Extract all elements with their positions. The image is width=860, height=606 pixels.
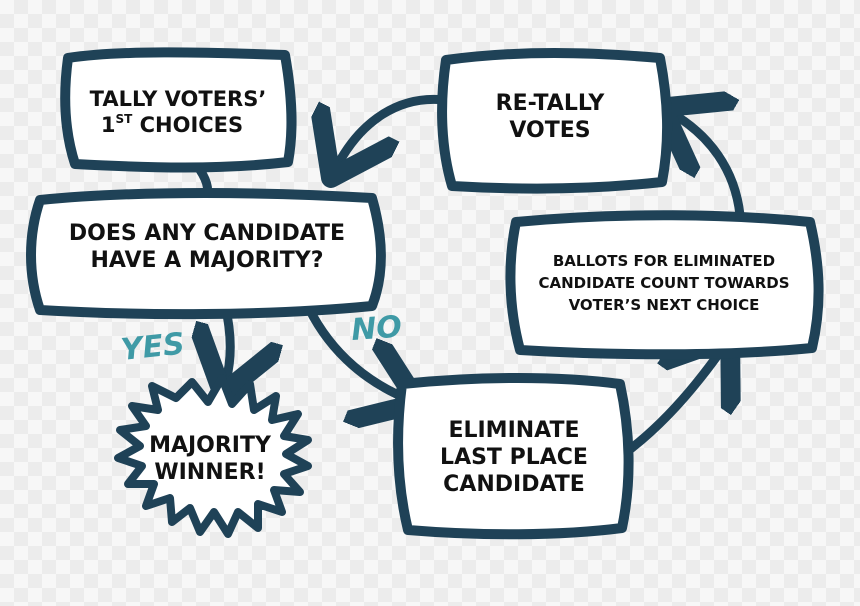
- node-eliminate-shape: [393, 373, 634, 540]
- node-retally-shape: [437, 48, 673, 194]
- edge-label-no: NO: [350, 310, 403, 348]
- node-majority-winner-line2: WINNER!: [154, 460, 265, 485]
- edge-transfer-to-retally: [670, 112, 745, 220]
- node-eliminate-line2: LAST PLACE: [440, 445, 588, 470]
- node-tally-shape: [60, 47, 297, 173]
- node-tally-line2-main: 1: [101, 113, 116, 137]
- node-eliminate-line3: CANDIDATE: [443, 472, 585, 497]
- node-retally-line2: VOTES: [509, 118, 590, 143]
- node-majority-question-line1: DOES ANY CANDIDATE: [69, 221, 345, 246]
- svg-text:1ST CHOICES: 1ST CHOICES: [101, 112, 243, 137]
- node-majority-winner-line1: MAJORITY: [149, 433, 272, 458]
- edge-retally-to-question: [335, 94, 450, 170]
- node-ballots-transfer-shape: [505, 210, 824, 360]
- node-tally-line1: TALLY VOTERS’: [90, 87, 267, 111]
- node-tally-line2-sup: ST: [115, 112, 133, 126]
- node-ballots-transfer: BALLOTS FOR ELIMINATED CANDIDATE COUNT T…: [505, 210, 824, 360]
- node-retally-votes: RE-TALLY VOTES: [437, 48, 673, 194]
- edge-label-yes: YES: [119, 326, 186, 367]
- node-ballots-transfer-line3: VOTER’S NEXT CHOICE: [569, 296, 760, 314]
- node-majority-question: DOES ANY CANDIDATE HAVE A MAJORITY?: [26, 188, 386, 320]
- svg-text:TALLY VOTERS’: TALLY VOTERS’: [90, 87, 267, 111]
- node-retally-line1: RE-TALLY: [496, 91, 606, 116]
- node-eliminate-last-place: ELIMINATE LAST PLACE CANDIDATE: [393, 373, 634, 540]
- node-majority-winner-shape: [114, 374, 312, 538]
- node-tally-first-choices: TALLY VOTERS’ 1ST CHOICES: [60, 47, 297, 173]
- node-eliminate-line1: ELIMINATE: [448, 418, 579, 443]
- node-majority-question-line2: HAVE A MAJORITY?: [91, 248, 324, 273]
- node-ballots-transfer-line1: BALLOTS FOR ELIMINATED: [553, 252, 775, 270]
- node-majority-winner: MAJORITY WINNER!: [114, 374, 312, 538]
- node-ballots-transfer-line2: CANDIDATE COUNT TOWARDS: [538, 274, 789, 292]
- node-majority-question-shape: [26, 188, 386, 320]
- node-tally-line2-rest: CHOICES: [132, 113, 243, 137]
